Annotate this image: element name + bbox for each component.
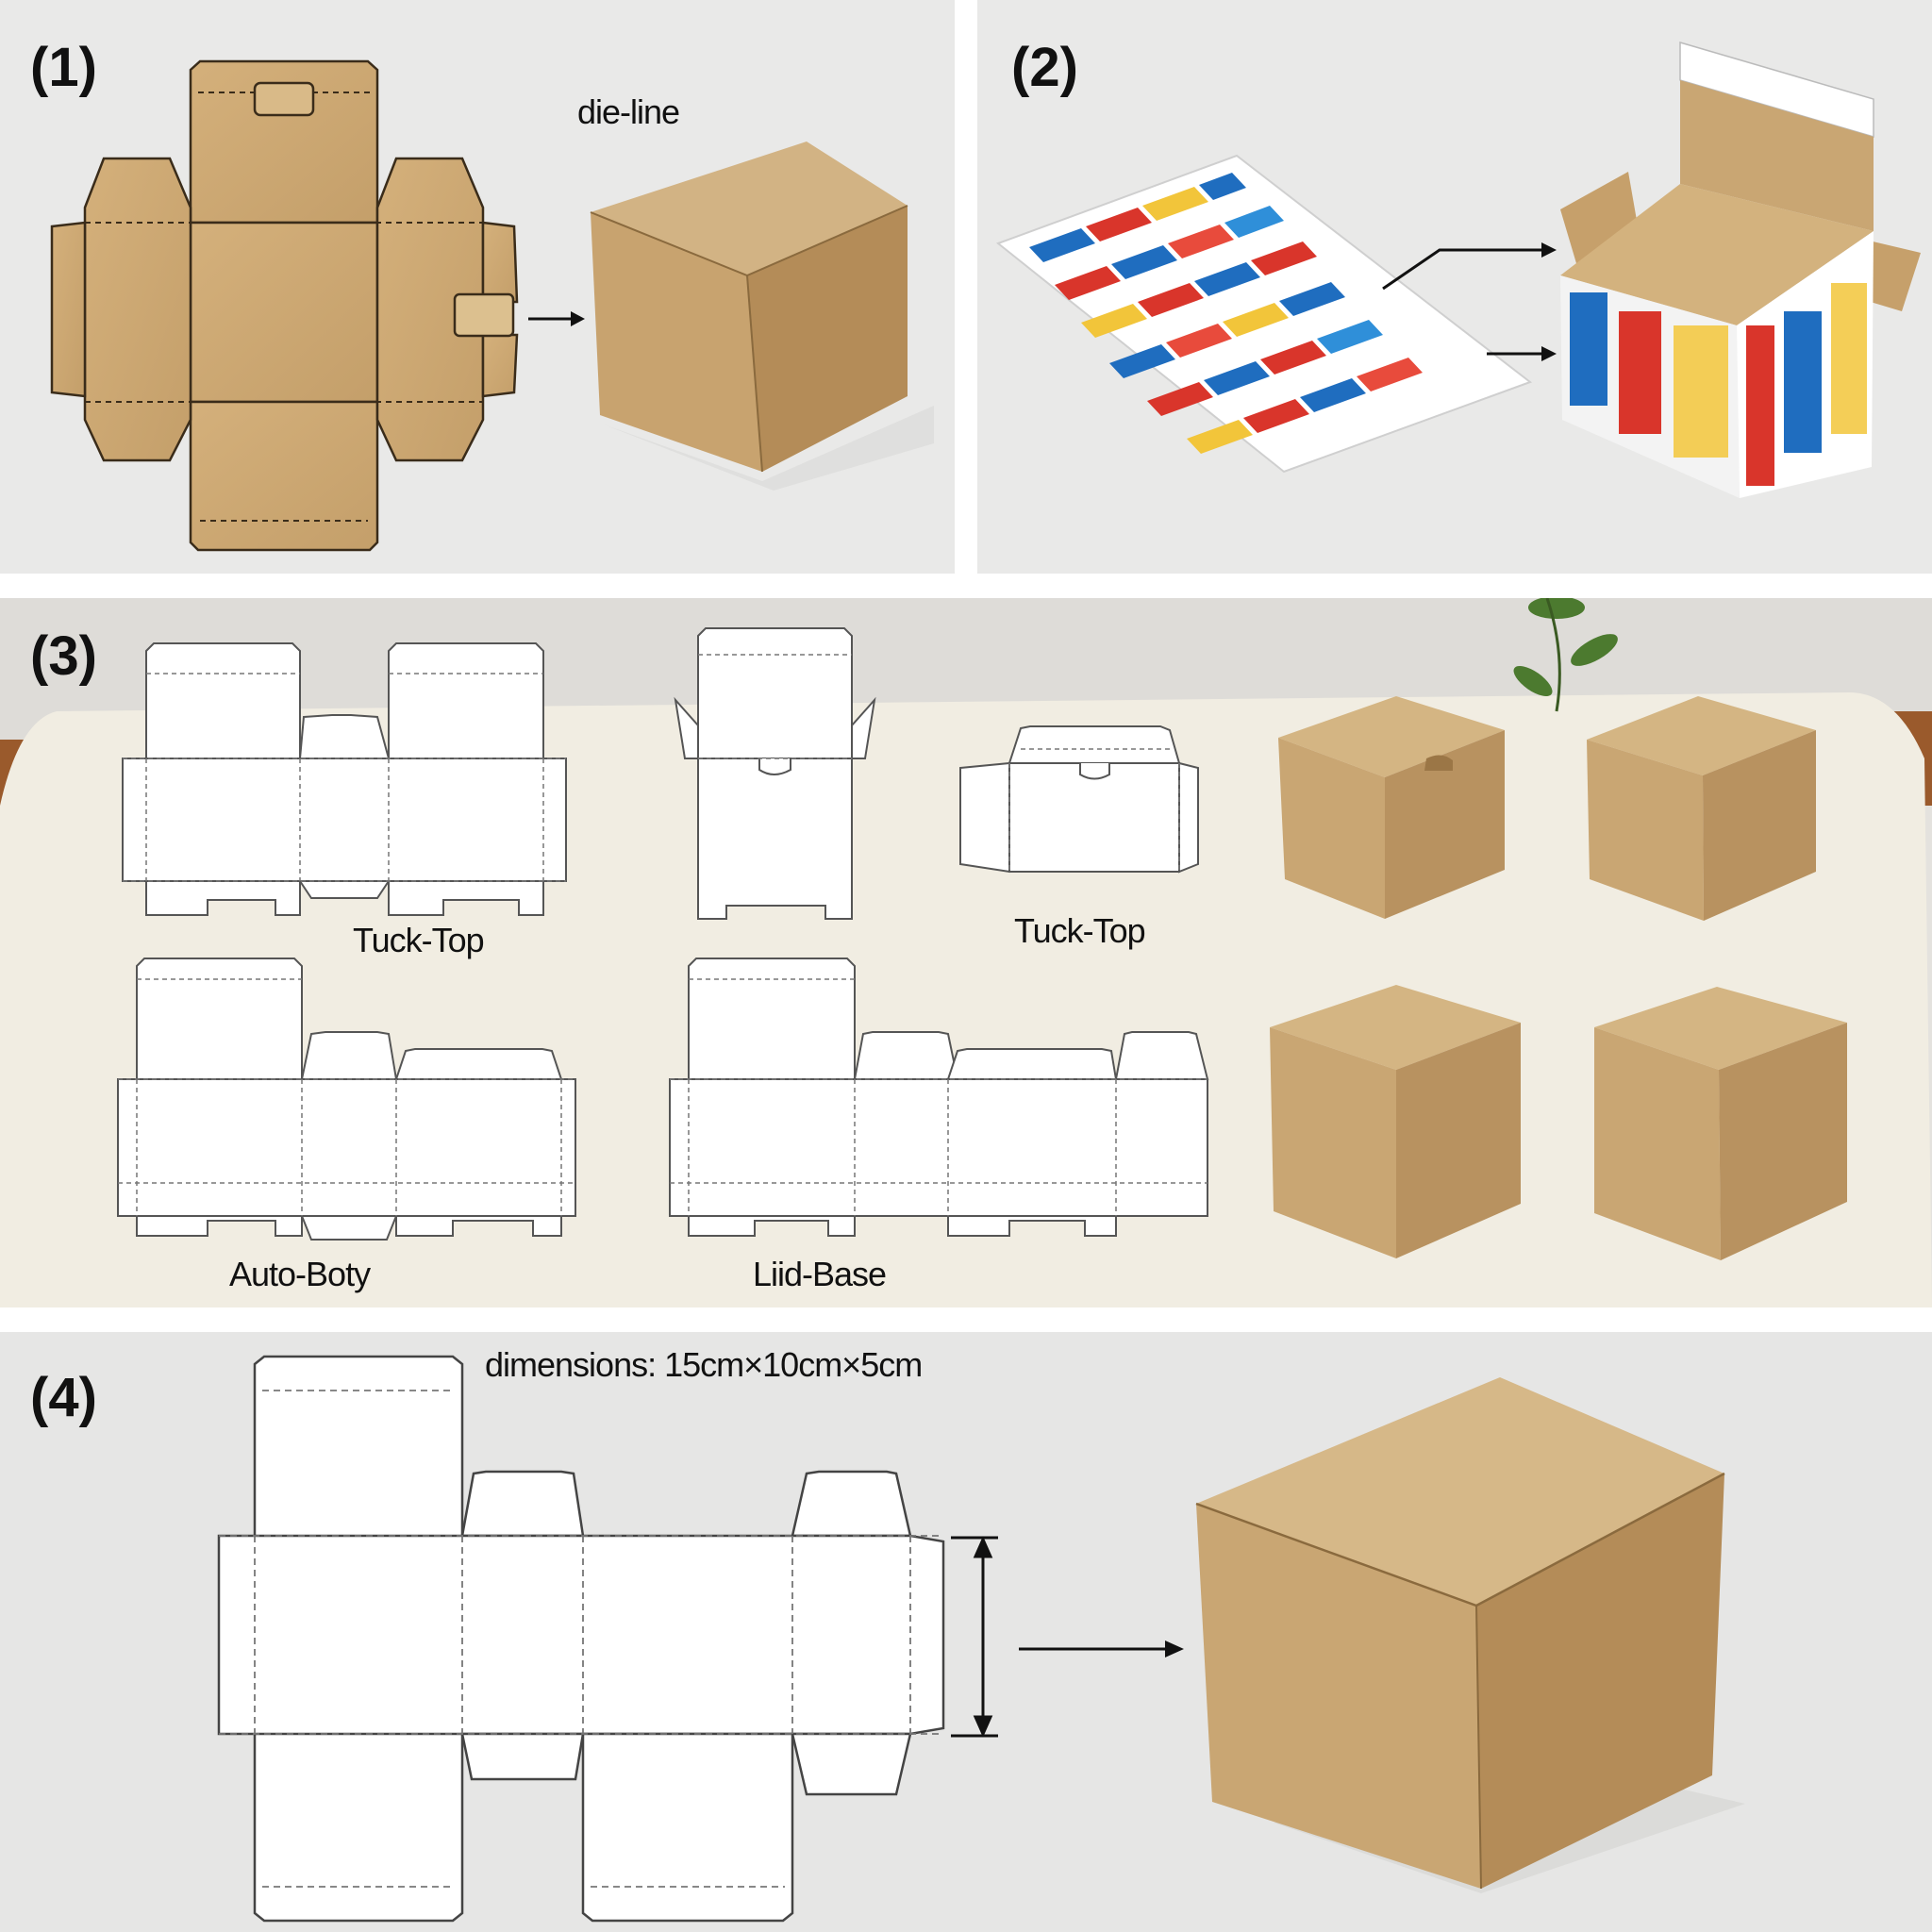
tuck-top-caption-2: Tuck-Top [1014, 911, 1146, 950]
printed-artwork-grid [1029, 173, 1423, 454]
fold-lines [1008, 748, 1180, 872]
die-line-lid-base [669, 958, 1209, 1237]
fold-lines [670, 978, 1208, 1216]
panel-2-artwork [995, 41, 1921, 498]
arrow-icon [1382, 242, 1557, 291]
panel-1: (1) die-line [0, 0, 955, 574]
auto-bottom-caption: Auto-Boty [229, 1255, 371, 1293]
panel-3-artwork [0, 598, 1932, 1307]
die-line-tuck-top-2 [674, 627, 876, 920]
dimensions-caption: dimensions: 15cm×10cm×5cm [485, 1345, 923, 1384]
panel-number: (1) [30, 37, 97, 98]
die-line-white [217, 1355, 945, 1923]
kraft-box-3 [1270, 985, 1521, 1258]
panel-4: (4) dimensions: 15cm×10cm×5cm [0, 1332, 1932, 1932]
panel-2: (2) [977, 0, 1932, 574]
panel-number: (4) [30, 1367, 97, 1428]
panel-1-artwork [50, 59, 934, 552]
panel-number: (3) [30, 625, 97, 687]
kraft-box-assembled [590, 142, 934, 491]
lock-tab [453, 292, 515, 338]
panel-4-artwork [217, 1355, 1745, 1923]
printed-box-open [1560, 41, 1921, 498]
arrow-icon [1487, 346, 1557, 361]
arrow-icon [1019, 1641, 1184, 1657]
panel-number: (2) [1011, 37, 1078, 98]
die-line-caption: die-line [577, 92, 680, 131]
fold-lines [219, 1390, 943, 1888]
plant-icon [1513, 598, 1618, 712]
fold-lines [123, 673, 566, 882]
arrow-icon [528, 311, 585, 326]
fold-lines [118, 978, 575, 1216]
kraft-box-assembled [1195, 1377, 1745, 1893]
die-line-tuck-top-3 [959, 725, 1199, 874]
printed-sheet [995, 154, 1533, 474]
kraft-box-2 [1587, 696, 1816, 921]
die-line-tuck-top-1 [122, 642, 567, 916]
dimension-arrow-icon [951, 1536, 998, 1738]
lid-base-caption: Liid-Base [753, 1255, 887, 1293]
fold-lines [698, 654, 852, 759]
die-line-auto-bottom [117, 958, 576, 1241]
kraft-box-4 [1594, 987, 1847, 1260]
tuck-top-caption-1: Tuck-Top [353, 921, 485, 959]
panel-3: (3) Tuck-Top Tuck-Top Auto-Boty Liid-Bas… [0, 598, 1932, 1307]
kraft-die-line [50, 59, 519, 552]
kraft-box-1 [1278, 696, 1505, 919]
thumb-notch [253, 81, 315, 117]
